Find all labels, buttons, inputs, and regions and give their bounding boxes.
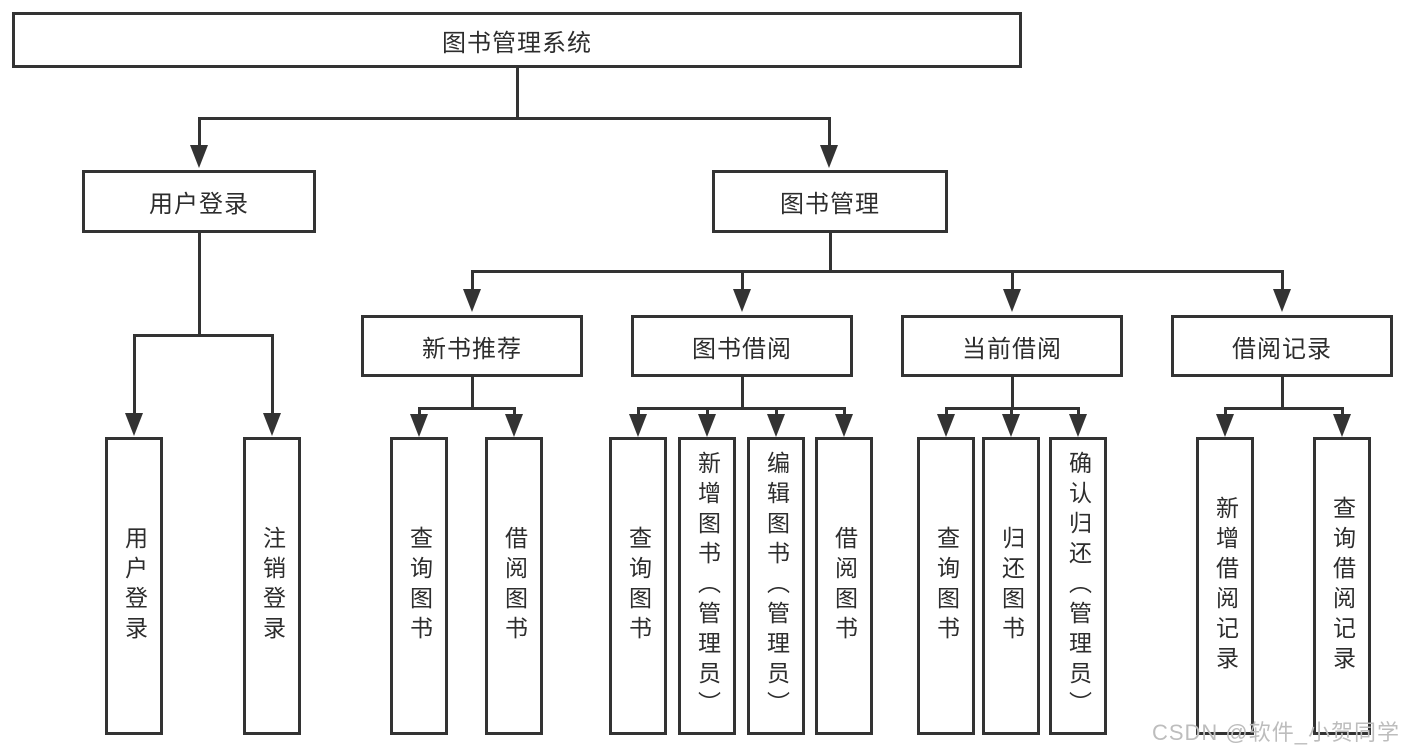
leaf-newbook-query-label: 查询图书 [406,526,433,646]
connector-vline [775,407,778,415]
leaf-records-add: 新增借阅记录 [1196,437,1254,735]
connector-vline [471,270,474,289]
leaf-current-confirm-return-label: 确认归还（管理员） [1065,451,1092,721]
leaf-current-confirm-return: 确认归还（管理员） [1049,437,1107,735]
arrow-down-icon [505,414,523,437]
leaf-borrow-edit-book: 编辑图书（管理员） [747,437,805,735]
arrow-down-icon [629,414,647,437]
node-book-borrow: 图书借阅 [631,315,853,377]
connector-vline [418,407,421,415]
arrow-down-icon [190,145,208,168]
connector-vline [513,407,516,415]
node-book-management: 图书管理 [712,170,948,233]
arrow-down-icon [767,414,785,437]
node-current-borrow: 当前借阅 [901,315,1123,377]
leaf-current-query-label: 查询图书 [933,526,960,646]
connector-vline [198,117,201,146]
leaf-borrow-query-label: 查询图书 [625,526,652,646]
connector-hline [133,334,274,337]
arrow-down-icon [835,414,853,437]
connector-vline [198,233,201,334]
node-book-management-label: 图书管理 [780,191,880,218]
leaf-logout: 注销登录 [243,437,301,735]
connector-vline [1011,270,1014,289]
leaf-borrow-add-book-label: 新增图书（管理员） [694,451,721,721]
leaf-records-add-label: 新增借阅记录 [1212,496,1239,676]
node-borrow-records: 借阅记录 [1171,315,1393,377]
connector-vline [133,334,136,413]
arrow-down-icon [698,414,716,437]
leaf-current-return: 归还图书 [982,437,1040,735]
connector-vline [1010,407,1013,415]
leaf-borrow-add-book: 新增图书（管理员） [678,437,736,735]
leaf-user-login-label: 用户登录 [121,526,148,646]
connector-hline [1224,407,1344,410]
connector-vline [945,407,948,415]
csdn-watermark: CSDN @软件_小贺同学 [1151,720,1400,745]
arrow-down-icon [1069,414,1087,437]
leaf-current-query: 查询图书 [917,437,975,735]
arrow-down-icon [463,289,481,312]
arrow-down-icon [937,414,955,437]
arrow-down-icon [1002,414,1020,437]
node-user-login: 用户登录 [82,170,316,233]
node-borrow-records-label: 借阅记录 [1232,335,1332,363]
arrow-down-icon [820,145,838,168]
connector-vline [1011,377,1014,407]
node-new-book-recommend-label: 新书推荐 [422,335,522,363]
connector-vline [741,377,744,407]
leaf-borrow-edit-book-label: 编辑图书（管理员） [763,451,790,721]
leaf-newbook-borrow: 借阅图书 [485,437,543,735]
connector-vline [1281,270,1284,289]
node-book-borrow-label: 图书借阅 [692,335,792,363]
connector-vline [516,68,519,117]
leaf-current-return-label: 归还图书 [998,526,1025,646]
node-new-book-recommend: 新书推荐 [361,315,583,377]
connector-vline [843,407,846,415]
connector-vline [741,270,744,289]
leaf-records-query: 查询借阅记录 [1313,437,1371,735]
connector-hline [198,117,831,120]
leaf-records-query-label: 查询借阅记录 [1329,496,1356,676]
arrow-down-icon [1273,289,1291,312]
leaf-newbook-query: 查询图书 [390,437,448,735]
connector-vline [828,117,831,146]
arrow-down-icon [125,413,143,436]
connector-hline [418,407,516,410]
arrow-down-icon [1333,414,1351,437]
leaf-newbook-borrow-label: 借阅图书 [501,526,528,646]
connector-vline [1077,407,1080,415]
node-current-borrow-label: 当前借阅 [962,335,1062,363]
leaf-logout-label: 注销登录 [259,526,286,646]
connector-hline [471,270,1284,273]
leaf-user-login: 用户登录 [105,437,163,735]
leaf-borrow-query: 查询图书 [609,437,667,735]
arrow-down-icon [1216,414,1234,437]
connector-vline [706,407,709,415]
arrow-down-icon [733,289,751,312]
connector-hline [637,407,846,410]
node-root-label: 图书管理系统 [442,29,592,57]
arrow-down-icon [263,413,281,436]
connector-vline [829,233,832,270]
connector-vline [1341,407,1344,415]
connector-vline [471,377,474,407]
connector-vline [271,334,274,413]
leaf-borrow-borrow-book-label: 借阅图书 [831,526,858,646]
connector-vline [637,407,640,415]
node-root: 图书管理系统 [12,12,1022,68]
arrow-down-icon [410,414,428,437]
node-user-login-label: 用户登录 [149,191,249,218]
connector-vline [1224,407,1227,415]
arrow-down-icon [1003,289,1021,312]
connector-vline [1281,377,1284,407]
leaf-borrow-borrow-book: 借阅图书 [815,437,873,735]
